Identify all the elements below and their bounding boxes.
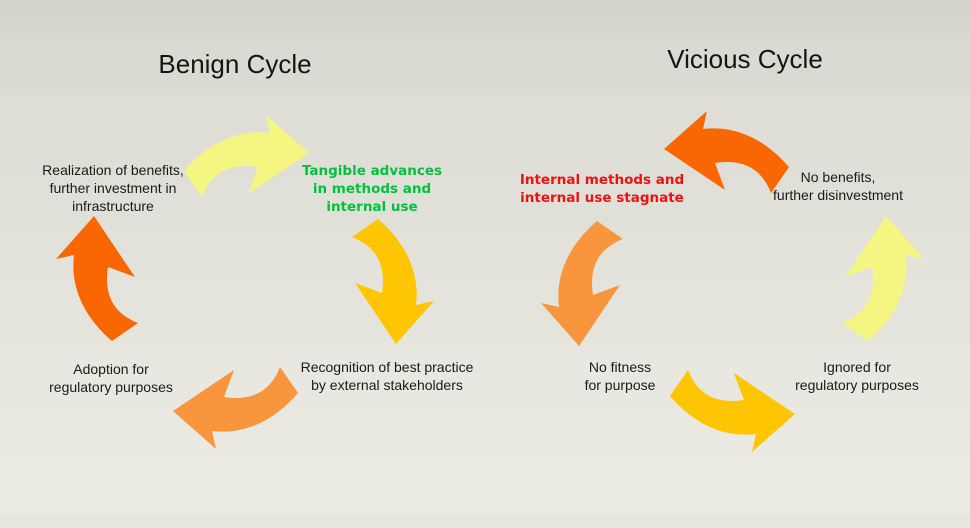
vicious-node-no-benefits: No benefits, further disinvestment	[773, 169, 903, 203]
benign-arrow-right-icon	[184, 115, 309, 197]
benign-arrow-up-icon	[56, 216, 138, 341]
benign-node-realization: Realization of benefits, further investm…	[42, 162, 184, 214]
benign-arrow-down-icon	[352, 219, 434, 344]
benign-arrow-left-icon	[173, 367, 298, 449]
vicious-arrow-up-icon	[842, 216, 924, 341]
benign-node-tangible-advances: Tangible advances in methods and interna…	[301, 163, 443, 215]
vicious-arrow-down-icon	[541, 221, 623, 346]
benign-cycle-title: Benign Cycle	[158, 49, 312, 79]
vicious-node-ignored: Ignored for regulatory purposes	[795, 359, 919, 393]
benign-node-adoption: Adoption for regulatory purposes	[49, 361, 173, 395]
benign-node-recognition: Recognition of best practice by external…	[300, 359, 474, 393]
vicious-node-stagnate: Internal methods and internal use stagna…	[519, 172, 685, 206]
vicious-cycle-title: Vicious Cycle	[667, 44, 823, 74]
vicious-arrow-right-icon	[670, 370, 795, 452]
vicious-node-no-fitness: No fitness for purpose	[584, 359, 656, 393]
vicious-arrow-left-icon	[664, 111, 789, 193]
